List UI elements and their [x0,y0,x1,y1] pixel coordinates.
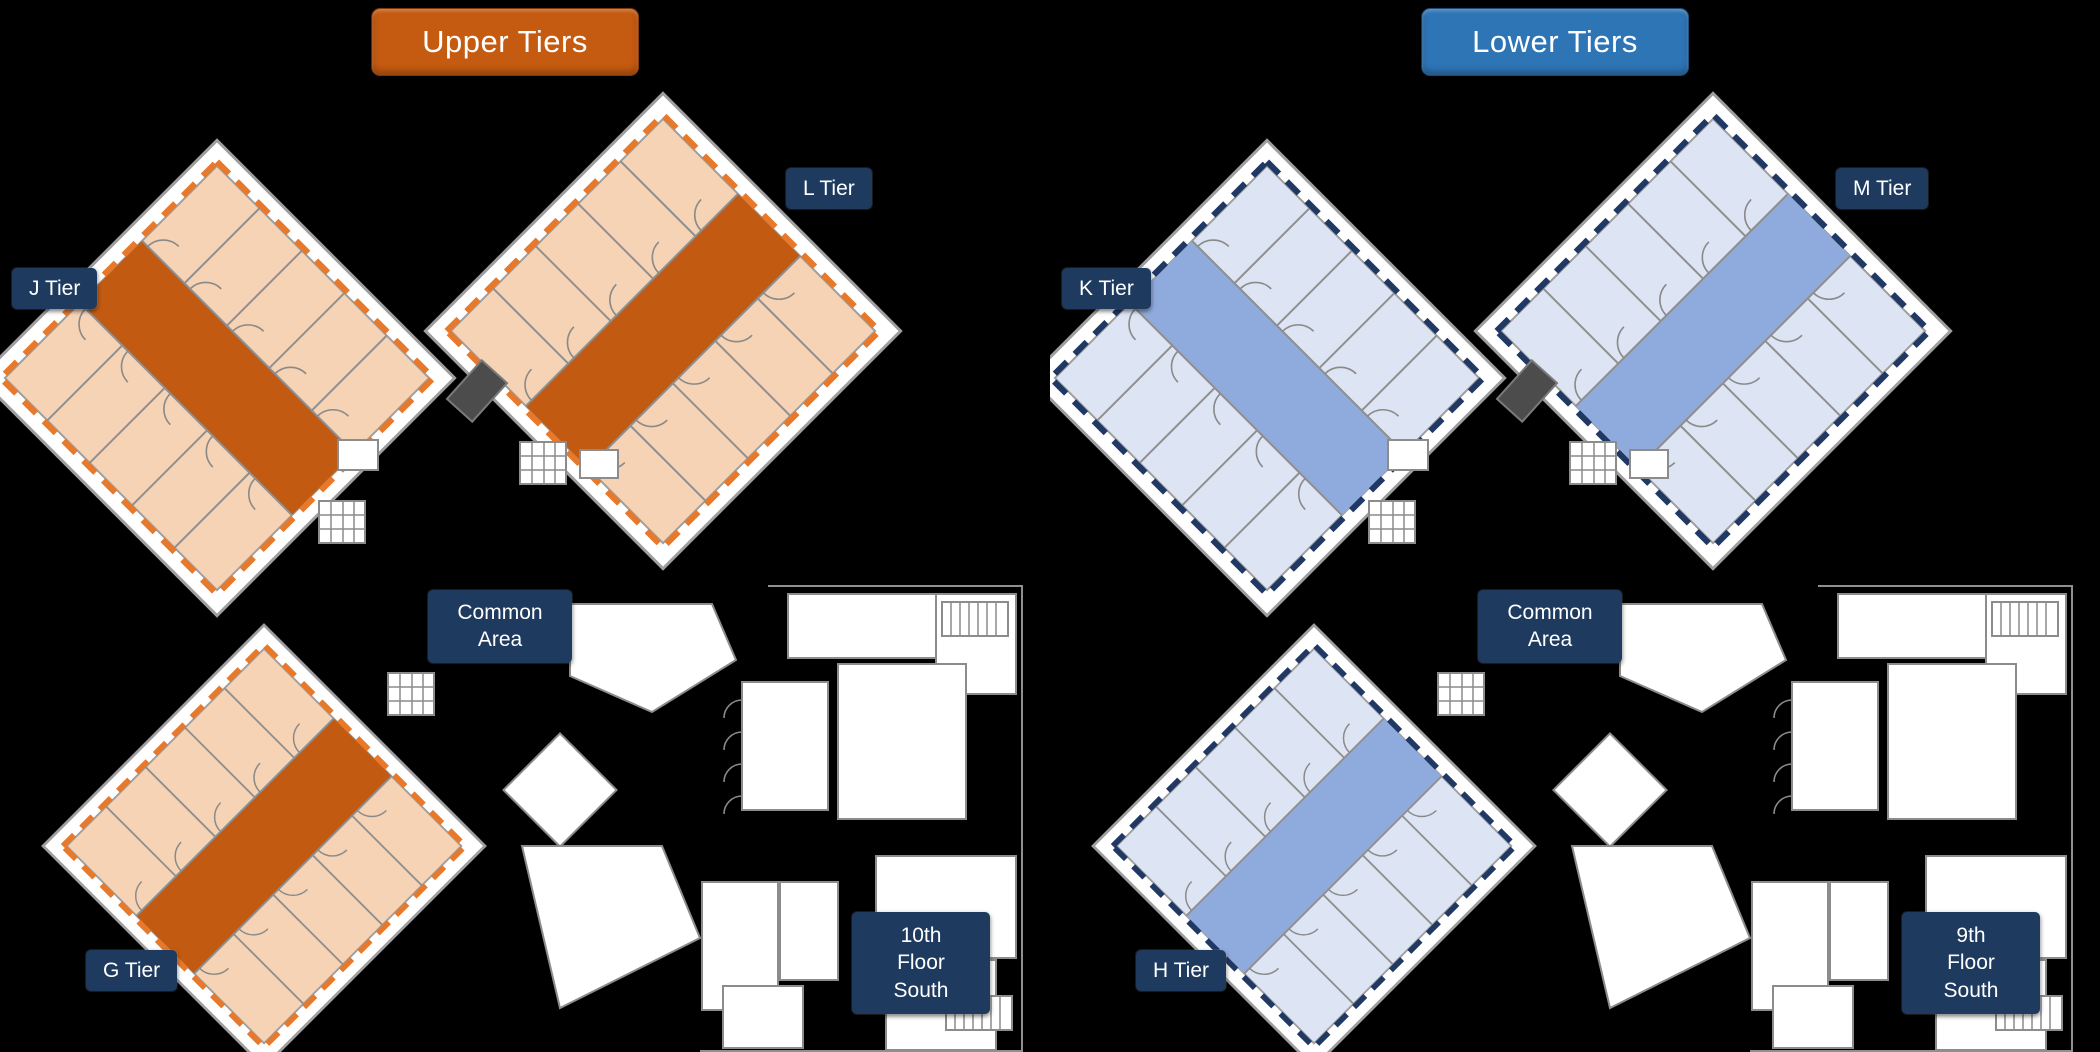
stair-grid-icon [318,500,366,544]
room [837,663,967,820]
core-elements [318,358,619,716]
stairwell-icon [1991,601,2059,637]
tier-label-top-left: J Tier [12,268,98,310]
stairwell-icon [941,601,1009,637]
panel-title: Lower Tiers [1421,8,1689,76]
wing-top-left [0,140,455,615]
panel-upper-tiers: Upper Tiers J Tier L Tier G Tier Common … [0,0,1023,1052]
room [1772,985,1854,1049]
wing-top-left [1050,140,1505,615]
service-room [337,439,379,471]
wing-top-right [1475,93,1950,568]
service-room [1387,439,1429,471]
common-area-label: Common Area [428,590,572,663]
door-arcs [723,699,743,815]
elevator-shaft [445,358,509,424]
floor-label: 10th Floor South [852,912,990,1014]
common-area-label: Common Area [1478,590,1622,663]
service-room [1629,449,1669,479]
floor-plan [0,0,1023,1052]
panel-lower-tiers: Lower Tiers K Tier M Tier H Tier Common … [1050,0,2100,1052]
tier-label-top-right: L Tier [786,168,872,210]
floor-plan [1050,0,2073,1052]
stair-grid-icon [387,672,435,716]
room [779,881,839,981]
room-angled [569,603,738,714]
room [1829,881,1889,981]
room [722,985,804,1049]
room [1837,593,1987,659]
common-area-rooms [502,585,1023,1052]
elevator-lobby [1791,681,1879,811]
stair-grid-icon [1569,441,1617,485]
tier-label-bottom-left: H Tier [1136,950,1227,992]
room-diamond [502,732,618,848]
room-angled [1570,845,1752,1010]
room-angled [1619,603,1788,714]
wing-top-right [425,93,900,568]
stair-grid-icon [1368,500,1416,544]
room-angled [520,845,702,1010]
panel-title: Upper Tiers [371,8,639,76]
elevator-lobby [741,681,829,811]
service-room [579,449,619,479]
stair-grid-icon [519,441,567,485]
room [787,593,937,659]
room-diamond [1552,732,1668,848]
elevator-shaft [1495,358,1559,424]
tier-label-bottom-left: G Tier [86,950,178,992]
room [1887,663,2017,820]
floor-label: 9th Floor South [1902,912,2040,1014]
core-elements [1368,358,1669,716]
tier-label-top-left: K Tier [1062,268,1151,310]
tier-label-top-right: M Tier [1836,168,1929,210]
door-arcs [1773,699,1793,815]
stair-grid-icon [1437,672,1485,716]
